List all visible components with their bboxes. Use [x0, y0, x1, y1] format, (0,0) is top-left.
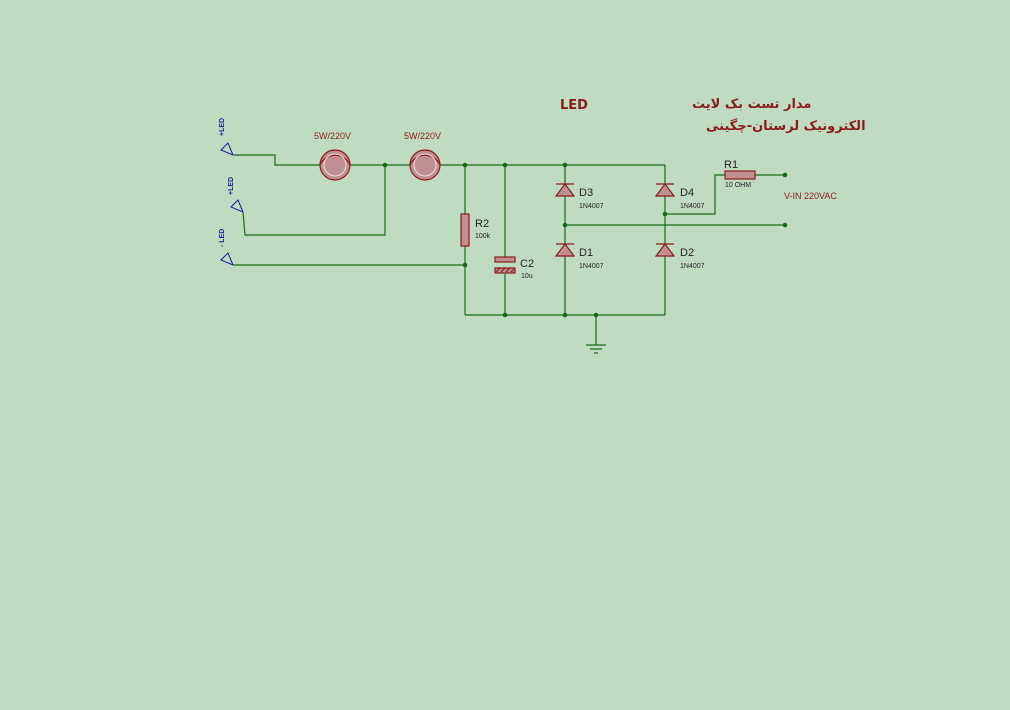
wires: [233, 154, 785, 345]
terminal-led-plus-1[interactable]: +LED: [219, 118, 234, 156]
diode-icon: [654, 183, 676, 197]
diode-d4[interactable]: D4 1N4007: [654, 183, 705, 210]
r1-ref: R1: [724, 159, 738, 171]
diode-icon: [554, 183, 576, 197]
resistor-icon: [460, 213, 470, 247]
terminal-label: - LED: [219, 229, 226, 247]
title-line2: الکترونیک لرستان-چگینی: [706, 118, 866, 134]
capacitor-c2[interactable]: C2 10u: [494, 256, 534, 280]
c2-value: 10u: [521, 273, 533, 280]
title-led: LED: [560, 98, 588, 113]
resistor-r2[interactable]: R2 100k: [460, 213, 491, 247]
diode-icon: [654, 243, 676, 257]
d3-ref: D3: [579, 187, 593, 199]
d2-value: 1N4007: [680, 263, 705, 270]
terminal-label: +LED: [219, 118, 226, 136]
lamp-1-label: 5W/220V: [314, 131, 351, 141]
d4-ref: D4: [680, 187, 694, 199]
d4-value: 1N4007: [680, 203, 705, 210]
capacitor-icon: [494, 256, 516, 263]
resistor-r1[interactable]: R1 10 OHM: [724, 159, 756, 189]
input-voltage-label: V-IN 220VAC: [784, 191, 837, 201]
terminal-led-plus-2[interactable]: +LED: [228, 177, 244, 213]
d1-value: 1N4007: [579, 263, 604, 270]
diode-d1[interactable]: D1 1N4007: [554, 243, 604, 270]
lamp-1[interactable]: 5W/220V: [314, 131, 351, 181]
title-line1: مدار تست بک لایت: [692, 97, 811, 112]
d2-ref: D2: [680, 247, 694, 259]
r2-value: 100k: [475, 233, 491, 240]
terminal-arrow-icon: [220, 142, 234, 156]
diode-d3[interactable]: D3 1N4007: [554, 183, 604, 210]
diode-d2[interactable]: D2 1N4007: [654, 243, 705, 270]
terminal-led-minus[interactable]: - LED: [219, 229, 234, 266]
ground-symbol: [586, 344, 606, 354]
diode-icon: [554, 243, 576, 257]
r1-value: 10 OHM: [725, 182, 751, 189]
lamp-2[interactable]: 5W/220V: [404, 131, 441, 181]
c2-ref: C2: [520, 258, 534, 270]
terminal-arrow-icon: [220, 252, 234, 266]
terminal-label: +LED: [228, 177, 235, 195]
junctions: [382, 162, 788, 318]
d1-ref: D1: [579, 247, 593, 259]
r2-ref: R2: [475, 218, 489, 230]
terminal-arrow-icon: [230, 199, 244, 213]
d3-value: 1N4007: [579, 203, 604, 210]
lamp-2-label: 5W/220V: [404, 131, 441, 141]
resistor-icon: [724, 170, 756, 180]
